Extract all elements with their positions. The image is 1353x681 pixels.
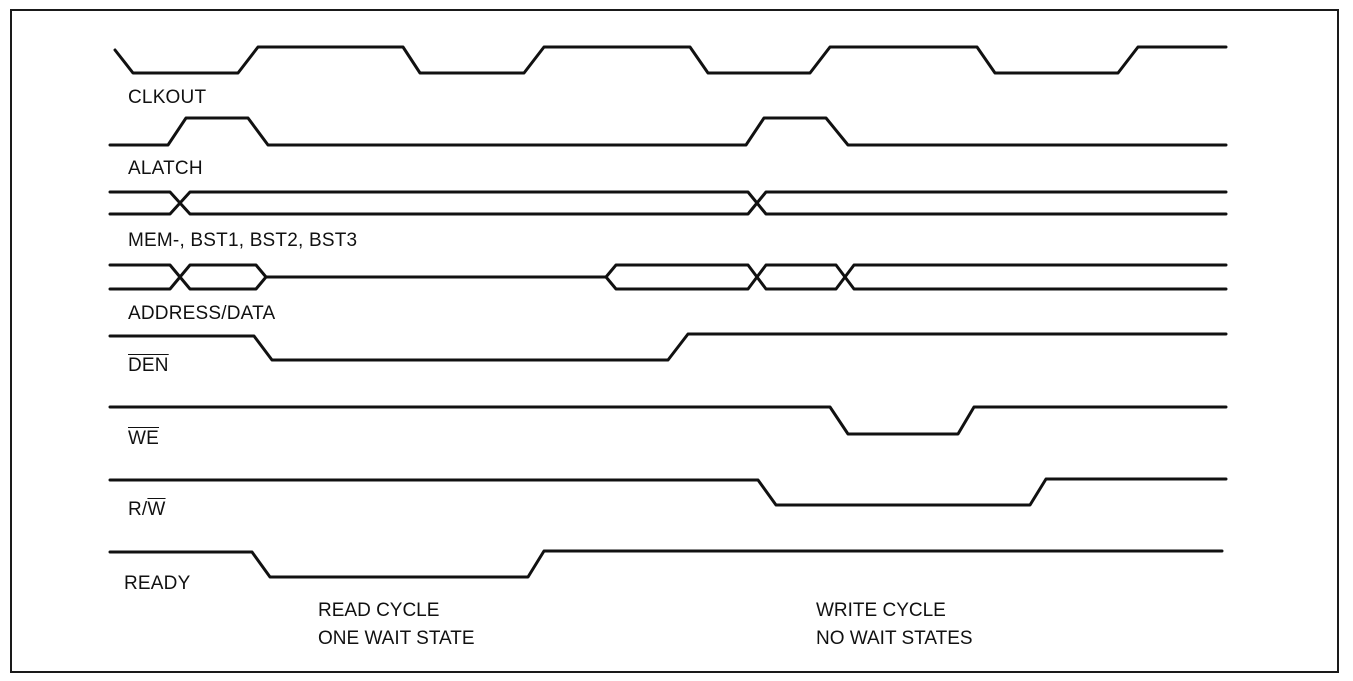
rw-waveform (108, 477, 1228, 507)
clkout-waveform (113, 45, 1228, 75)
diagram-frame (10, 9, 1339, 673)
rw-label-prefix: R/ (128, 499, 148, 520)
rw-label-overline: W (147, 499, 166, 520)
alatch-waveform (108, 116, 1228, 147)
address-data-upper (108, 263, 1228, 279)
mem-bst-label: MEM-, BST1, BST2, BST3 (128, 230, 358, 251)
address-data-lower (108, 275, 1228, 291)
mem-bus-upper (108, 190, 1228, 205)
address-data-label: ADDRESS/DATA (128, 303, 276, 324)
ready-waveform (108, 549, 1224, 579)
read-cycle-annotation: READ CYCLE ONE WAIT STATE (318, 597, 475, 653)
write-cycle-annotation: WRITE CYCLE NO WAIT STATES (816, 597, 973, 653)
read-cycle-title: READ CYCLE (318, 600, 440, 621)
read-cycle-subtitle: ONE WAIT STATE (318, 628, 475, 649)
we-label: WE (128, 428, 160, 449)
den-label: DEN (128, 355, 169, 376)
we-waveform (108, 405, 1228, 436)
alatch-label: ALATCH (128, 158, 203, 179)
clkout-label: CLKOUT (128, 87, 207, 108)
rw-label: R/W (128, 499, 166, 521)
write-cycle-title: WRITE CYCLE (816, 600, 946, 621)
write-cycle-subtitle: NO WAIT STATES (816, 628, 973, 649)
ready-label: READY (124, 573, 191, 594)
mem-bus-lower (108, 201, 1228, 216)
den-waveform (108, 332, 1228, 362)
